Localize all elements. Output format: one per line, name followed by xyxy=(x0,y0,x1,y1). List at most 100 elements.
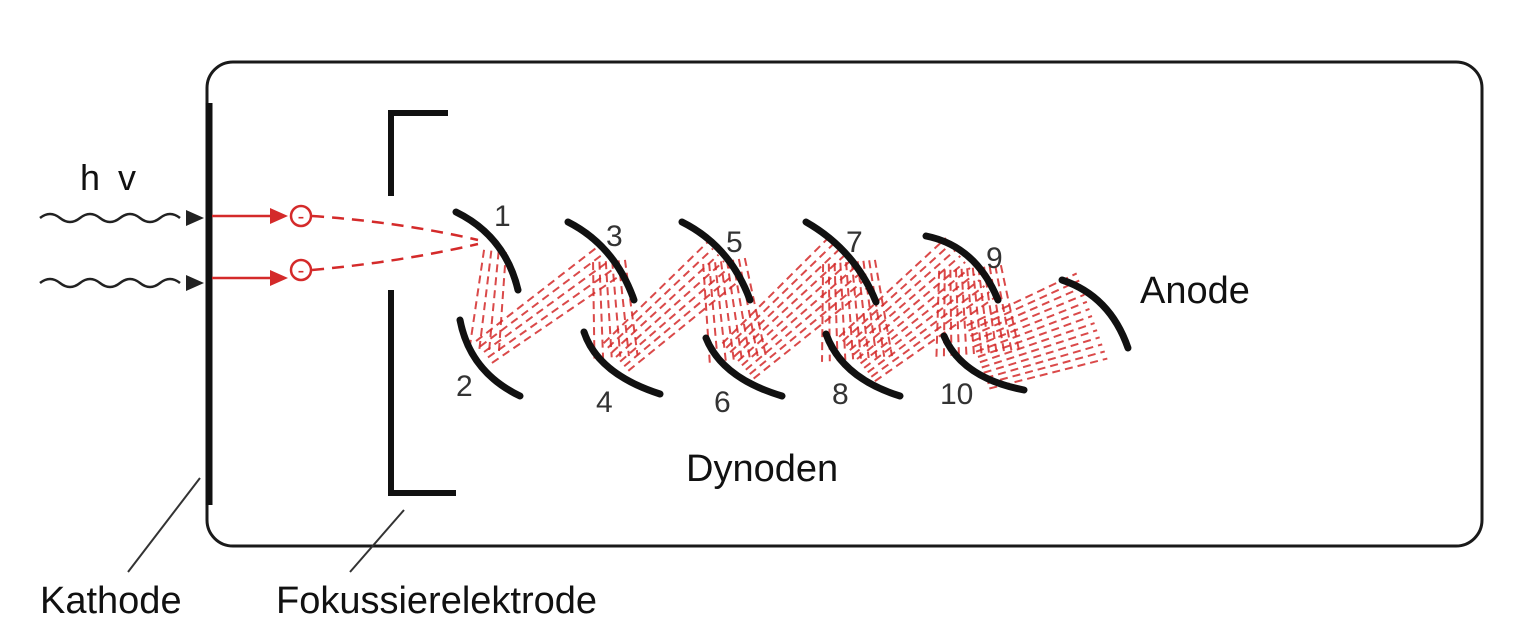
electron-trajectory xyxy=(753,284,871,380)
dynode-3 xyxy=(564,218,638,304)
electron-trajectory xyxy=(478,250,493,352)
electron-trajectory xyxy=(733,255,845,358)
electron-trajectory xyxy=(973,300,1088,348)
dynode-7 xyxy=(802,218,880,306)
electron-trajectory xyxy=(966,268,976,358)
dynode-9 xyxy=(922,232,1002,304)
electron-trajectory xyxy=(971,267,983,357)
dynode-number-4: 4 xyxy=(596,386,613,419)
electron-trajectory xyxy=(850,261,862,359)
dynode-number-6: 6 xyxy=(714,386,731,419)
focusing-electrode-top xyxy=(388,110,448,196)
electron-symbol: - xyxy=(298,260,305,282)
electron-trajectory xyxy=(852,261,966,356)
electron-trajectory xyxy=(987,350,1106,385)
electron-trajectory xyxy=(981,329,1098,369)
dynoden-label: Dynoden xyxy=(686,448,839,490)
electron-trajectory xyxy=(845,262,855,360)
electron-trajectory xyxy=(970,286,1083,337)
dynode-number-7: 7 xyxy=(846,226,863,259)
dynode-number-2: 2 xyxy=(456,370,473,403)
electron-trajectory xyxy=(833,263,839,361)
electron-trajectory xyxy=(983,336,1100,374)
electron-trajectory xyxy=(838,237,947,338)
electron-trajectory xyxy=(977,267,991,357)
electron-arrowhead-2 xyxy=(270,270,288,286)
electron-trajectory xyxy=(623,272,736,367)
dynode-number-3: 3 xyxy=(606,220,623,253)
electron-trajectory xyxy=(721,237,829,345)
electron-trajectory xyxy=(714,262,727,363)
fokussierelektrode-label: Fokussierelektrode xyxy=(276,580,598,622)
photon-wave-1 xyxy=(39,212,181,224)
electron-trajectory xyxy=(821,264,825,362)
dynode-number-1: 1 xyxy=(494,200,511,233)
electron-trajectory xyxy=(487,251,500,353)
electron-trajectory xyxy=(729,249,840,353)
electron-trajectory xyxy=(977,315,1093,358)
electron-trajectory xyxy=(868,260,886,357)
electron-trajectory xyxy=(607,247,714,349)
electron-trajectory xyxy=(979,322,1095,364)
electron-cascade xyxy=(468,237,1108,390)
electron-trajectory xyxy=(842,243,952,342)
electron-trajectory xyxy=(592,262,596,359)
electron-trajectory xyxy=(737,261,850,362)
dynode-8 xyxy=(822,330,904,400)
dynode-number-10: 10 xyxy=(940,378,974,411)
kathode-leader-line xyxy=(127,477,201,573)
focusing-electrode-bottom xyxy=(388,290,456,496)
electron-trajectory xyxy=(870,291,990,378)
electron-trajectory xyxy=(745,273,861,371)
electron-trajectory xyxy=(627,278,742,372)
electron-trajectory xyxy=(874,297,995,383)
dynode-number-5: 5 xyxy=(726,226,743,259)
electron-trajectory xyxy=(849,255,961,351)
electron-trajectory xyxy=(994,265,1014,355)
electron-trajectory xyxy=(971,293,1085,343)
dynode-10 xyxy=(940,332,1028,394)
photon-arrowhead-2 xyxy=(186,275,204,291)
electron-trajectory xyxy=(856,261,870,359)
dynode-number-8: 8 xyxy=(832,378,849,411)
electron-trajectory xyxy=(954,269,961,359)
electron-trajectory xyxy=(720,261,735,362)
electron-2: - xyxy=(289,258,313,282)
kathode-label: Kathode xyxy=(40,580,182,622)
electron-path-2 xyxy=(311,242,479,272)
dynode-2 xyxy=(456,316,524,400)
dynode-5 xyxy=(678,218,754,304)
anode-label: Anode xyxy=(1140,270,1250,312)
electron-trajectory xyxy=(839,262,847,361)
electron-trajectory xyxy=(999,265,1021,354)
electron-trajectory xyxy=(949,269,953,360)
dynode-4 xyxy=(580,328,664,398)
electron-trajectory xyxy=(604,261,613,358)
electron-trajectory xyxy=(497,252,507,354)
electron-trajectory xyxy=(968,279,1080,332)
electron-trajectory xyxy=(615,260,725,358)
electron-symbol: - xyxy=(298,206,305,228)
electron-trajectory xyxy=(749,278,866,375)
photon-arrowhead-1 xyxy=(186,210,204,226)
photon-wave-2 xyxy=(39,277,181,289)
electron-trajectory xyxy=(743,257,768,358)
electron-trajectory xyxy=(598,261,605,358)
electron-trajectory xyxy=(935,270,941,361)
dynodes xyxy=(452,208,1028,400)
electron-trajectory xyxy=(603,241,709,344)
dynode-1 xyxy=(452,208,522,294)
electron-trajectory xyxy=(985,343,1103,379)
electron-trajectory xyxy=(863,279,981,369)
electron-trajectory xyxy=(611,254,720,354)
electron-trajectory xyxy=(708,262,719,364)
electron-trajectory xyxy=(942,270,946,361)
electron-trajectory xyxy=(468,249,486,351)
photon-label: h v xyxy=(80,157,137,198)
electron-trajectory xyxy=(611,260,622,357)
electron-1: - xyxy=(289,204,313,228)
electron-trajectory xyxy=(975,307,1090,353)
electron-trajectory xyxy=(966,272,1078,327)
